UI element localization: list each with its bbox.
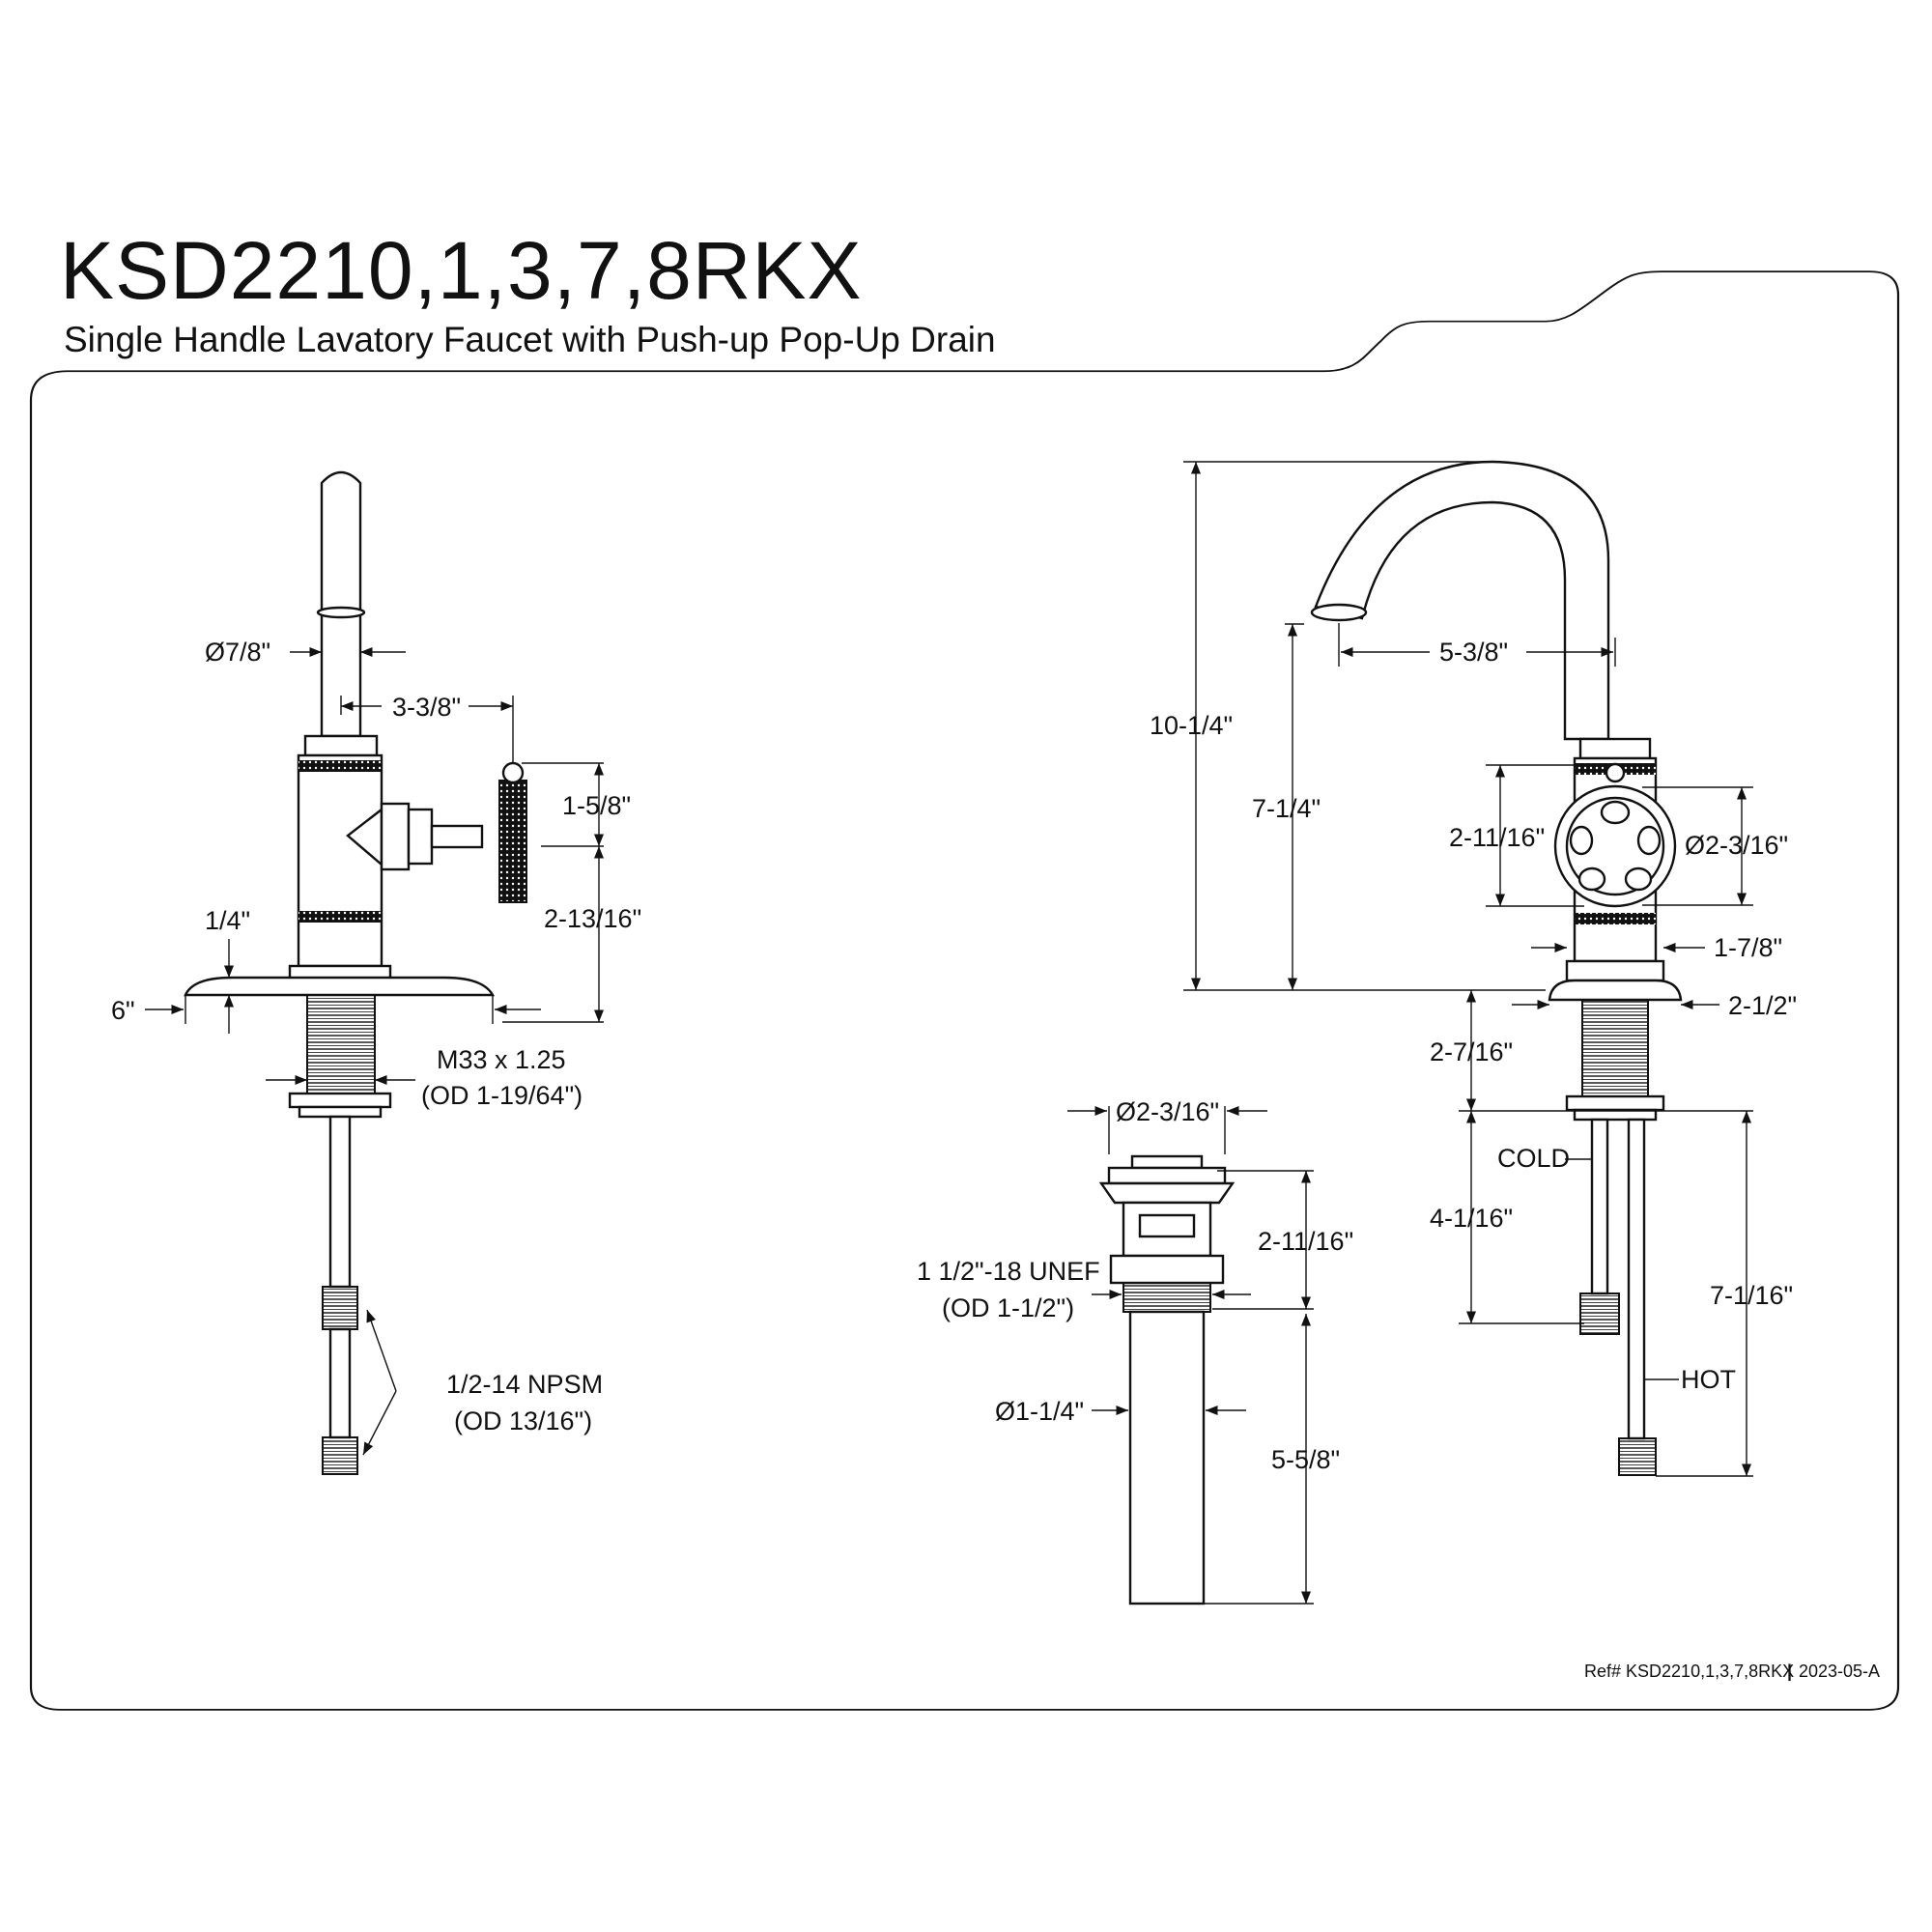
leader-supply-upper [366,1309,397,1392]
label-drain-thread: 1 1/2"-18 UNEF [917,1257,1100,1286]
label-hot: HOT [1681,1365,1736,1394]
label-drain-body-height: 2-11/16" [1258,1227,1353,1256]
drain-gasket [1109,1254,1225,1285]
side-knurl-top [298,760,382,772]
label-handle-diameter: Ø2-3/16" [1685,831,1788,860]
leader-supply-lower [362,1390,397,1456]
side-supply-tube-lower [328,1327,352,1439]
front-knurl-bottom [1575,913,1656,924]
label-tailpiece-length: 5-5/8" [1271,1445,1340,1474]
drain-flange [1098,1181,1236,1205]
label-supply-od: (OD 13/16") [454,1406,592,1435]
side-body [297,753,384,968]
drain-tailpiece [1128,1310,1206,1605]
side-view [145,470,605,1475]
drain-cap [1130,1154,1204,1170]
label-shank-length: 2-7/16" [1430,1037,1513,1066]
label-front-handle-height: 2-11/16" [1449,823,1545,852]
footer-separator: | [1787,1662,1792,1681]
footer-revision: 2023-05-A [1799,1662,1880,1681]
side-handle-neck [380,802,411,871]
drain-flange-top [1107,1166,1227,1185]
side-handle-stem [430,824,484,849]
label-supply-thread: 1/2-14 NPSM [446,1370,603,1399]
label-shank-thread: M33 x 1.25 [437,1045,566,1074]
label-plate-thickness: 1/4" [205,906,250,935]
side-shank [306,994,376,1094]
label-spout-clearance: 7-1/4" [1252,794,1321,823]
front-base-nut [1565,959,1665,982]
front-flange [1548,979,1683,1002]
side-deck-plate [184,976,496,997]
footer-ref: Ref# KSD2210,1,3,7,8RKX [1584,1662,1794,1681]
label-handle-center-height: 2-13/16" [544,904,641,933]
label-handle-offset: 3-3/8" [392,693,461,722]
side-handle-nut [407,808,434,866]
side-handle-wheel [498,780,527,903]
side-top-nut [303,734,379,757]
side-aerator [316,606,366,619]
front-top-nut [1578,737,1652,760]
side-supply-nut-upper [322,1286,358,1330]
label-plate-width: 6" [111,996,135,1025]
front-cold-nut [1579,1293,1620,1335]
front-shank [1581,999,1649,1097]
side-supply-nut-lower [322,1436,358,1475]
label-tailpiece-diameter: Ø1-1/4" [995,1397,1084,1426]
page-subtitle: Single Handle Lavatory Faucet with Push-… [64,320,996,359]
label-shank-od: (OD 1-19/64") [421,1081,582,1110]
drain-body [1122,1201,1212,1258]
front-lock-washer [1573,1108,1658,1122]
label-cold: COLD [1497,1144,1570,1173]
front-view [1183,460,1753,1477]
label-spout-diameter: Ø7/8" [205,638,270,667]
page-title: KSD2210,1,3,7,8RKX [60,225,863,316]
side-spout [320,470,362,738]
drain-view [1067,1105,1314,1605]
label-flange-width: 2-1/2" [1728,991,1797,1020]
label-spout-reach: 5-3/8" [1439,638,1508,667]
label-hot-length: 7-1/16" [1710,1281,1793,1310]
side-knurl-bottom [298,911,382,923]
side-lock-nut [288,1092,392,1109]
drain-thread [1122,1282,1211,1313]
label-base-diameter: 1-7/8" [1714,933,1782,962]
label-handle-height: 1-5/8" [562,791,631,820]
front-hot-tube [1627,1118,1646,1440]
front-cold-tube [1590,1118,1609,1295]
front-handle-knob [1605,762,1626,783]
label-drain-thread-od: (OD 1-1/2") [942,1293,1074,1322]
drain-window [1138,1213,1196,1238]
label-drain-flange-diameter: Ø2-3/16" [1116,1097,1219,1126]
label-cold-length: 4-1/16" [1430,1204,1513,1233]
front-spout [1314,460,1610,741]
side-handle-knob [501,761,525,784]
label-overall-height: 10-1/4" [1150,711,1233,740]
front-lock-nut [1565,1094,1665,1112]
front-aerator [1310,603,1368,622]
side-supply-tube [328,1115,352,1289]
front-hot-nut [1618,1437,1657,1476]
frame-outline [29,270,1900,1711]
side-lock-washer [298,1105,383,1119]
